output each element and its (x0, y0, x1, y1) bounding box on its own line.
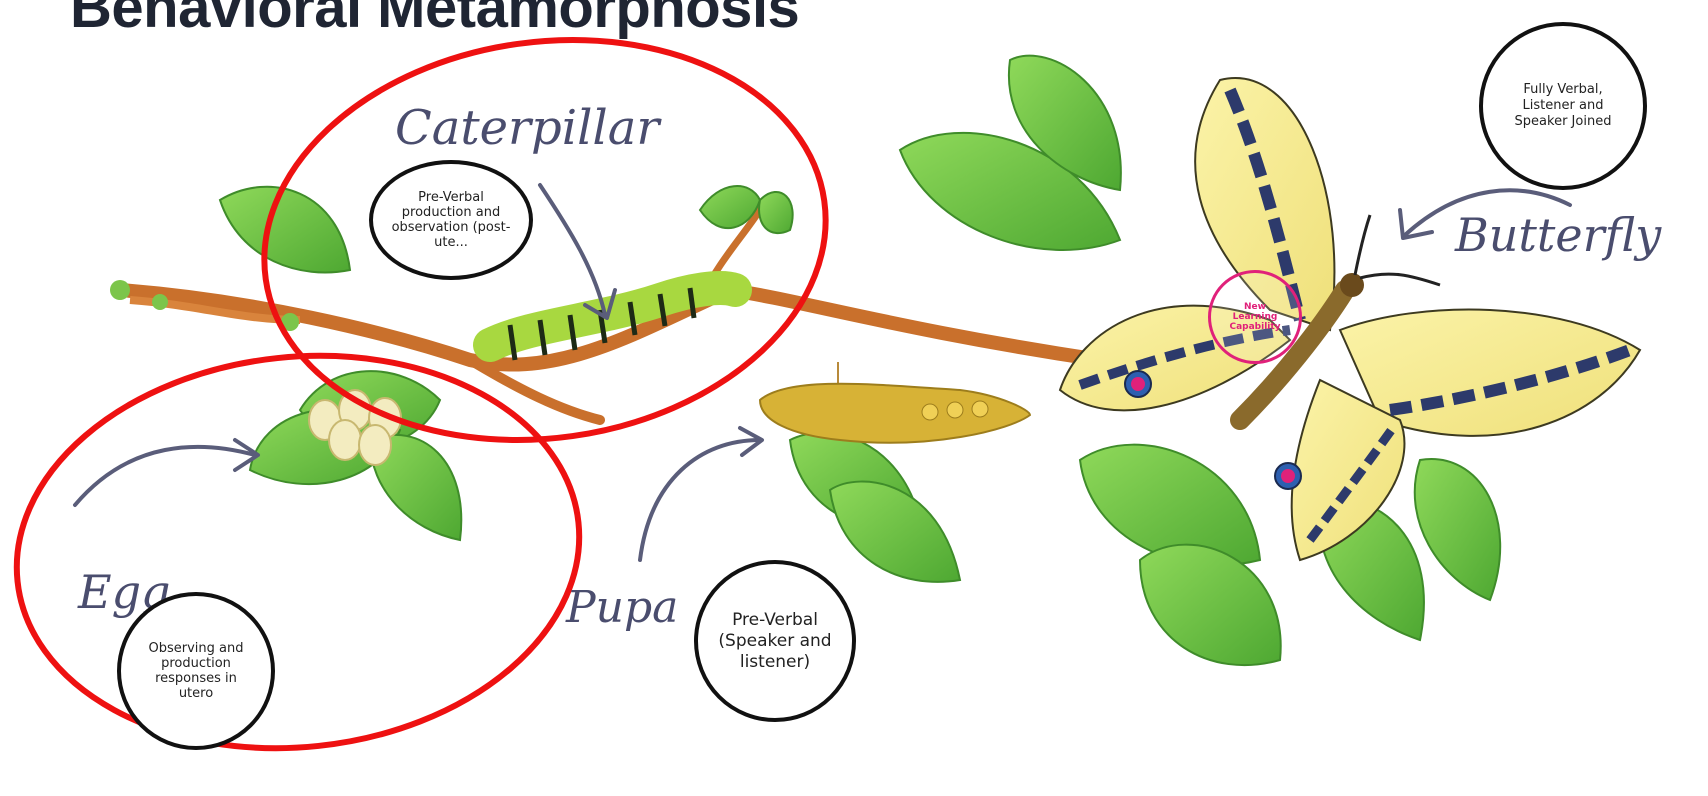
arrow-to-pupa (640, 440, 760, 560)
leaf (1415, 459, 1500, 600)
page-title: Behavioral Metamorphosis (70, 0, 799, 41)
butterfly-label: Butterfly (1455, 208, 1661, 262)
butterfly-description: Fully Verbal, Listener and Speaker Joine… (1507, 82, 1619, 130)
leaf (220, 187, 350, 273)
egg-description-bubble: Observing and production responses in ut… (117, 592, 275, 750)
pupa-label: Pupa (566, 582, 678, 633)
new-learning-capability-bubble: New Learning Capability (1208, 270, 1302, 364)
pupa-description-bubble: Pre-Verbal (Speaker and listener) (694, 560, 856, 722)
leaf (830, 482, 960, 582)
egg-annotation-ellipse (0, 329, 599, 776)
arrow-to-eggs (75, 447, 255, 505)
caterpillar-label: Caterpillar (395, 100, 659, 156)
butterfly-description-bubble: Fully Verbal, Listener and Speaker Joine… (1479, 22, 1647, 190)
pupa-figure (760, 384, 1030, 443)
pupa-description: Pre-Verbal (Speaker and listener) (716, 610, 834, 673)
leaf (759, 192, 793, 233)
arrow-to-caterpillar (540, 185, 605, 315)
caterpillar-description: Pre-Verbal production and observation (p… (383, 190, 519, 250)
caterpillar-description-bubble: Pre-Verbal production and observation (p… (369, 160, 533, 280)
egg-description: Observing and production responses in ut… (139, 641, 253, 701)
leaf (1140, 545, 1281, 665)
new-learning-capability-label: New Learning Capability (1221, 302, 1289, 332)
